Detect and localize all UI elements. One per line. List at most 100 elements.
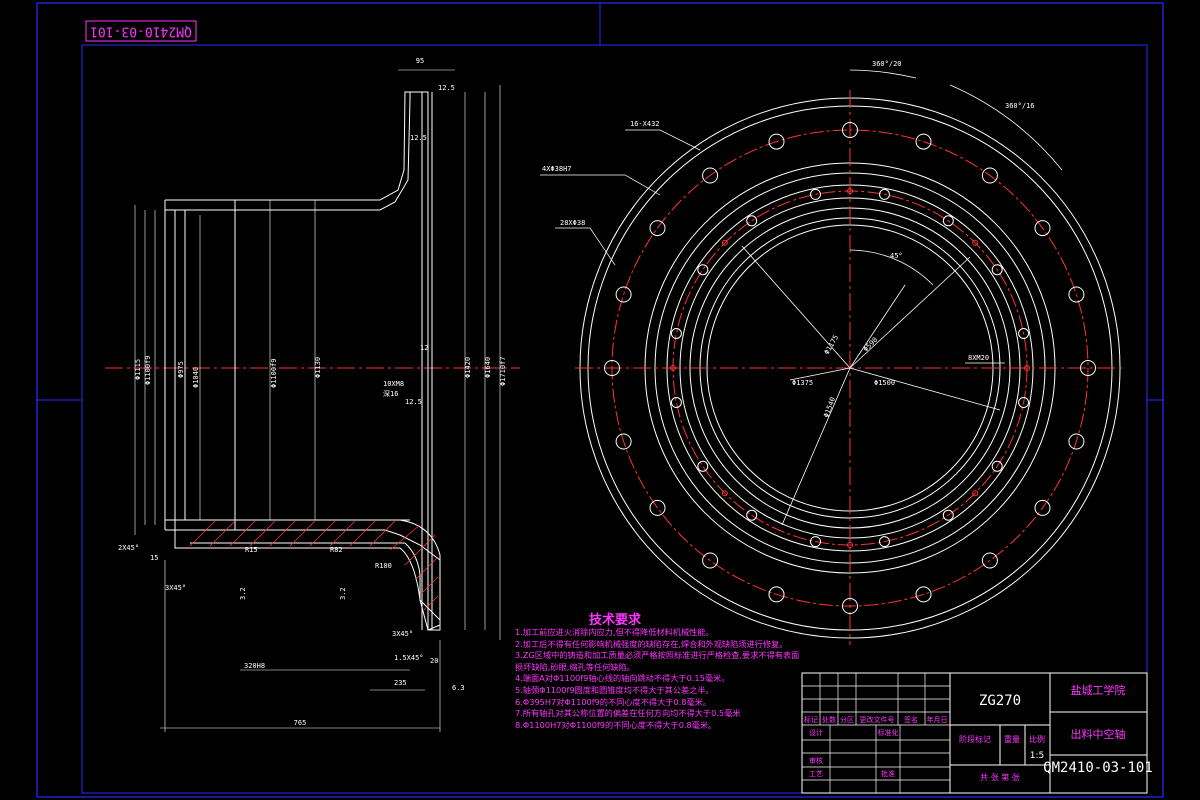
outer-bolt-hole [981, 552, 998, 569]
dim-320h8: 320H8 [244, 662, 265, 670]
outer-bolt-hole [615, 286, 632, 303]
dim-center-3: Φ1710f7 [499, 356, 507, 386]
angle-45: 45° [890, 252, 903, 260]
outer-bolt-hole [1080, 360, 1096, 376]
row-label-3: 工艺 [809, 770, 823, 778]
dia-590: Φ590 [862, 336, 880, 354]
callout-4x38h7: 4XΦ38H7 [542, 165, 572, 173]
threaded-hole [847, 188, 853, 194]
scale-header: 比例 [1029, 734, 1045, 744]
title-block [801, 672, 1148, 794]
callout-28x38: 28XΦ38 [560, 219, 585, 227]
surface-mark-1: 12.5 [410, 134, 427, 142]
end-view [575, 69, 1125, 645]
surface-mark-2: 3.2 [239, 587, 247, 600]
change-header-0: 标记 [804, 715, 818, 724]
threaded-hole [972, 490, 979, 497]
dim-left-0: Φ1115 [134, 359, 142, 380]
tech-requirement-5: 5.轴颈Φ1100f9圆度和圆锥度均不得大于其公差之半。 [515, 684, 714, 695]
inner-bolt-hole [879, 188, 890, 200]
inner-bolt-hole [1018, 328, 1030, 339]
drawing-stamp: QM2410-03-101 [85, 20, 197, 42]
outer-bolt-hole [842, 122, 858, 138]
tech-requirement-8: 8.Φ1100H7对Φ1100f9的不同心度不得大于0.8毫米。 [515, 719, 717, 730]
surface-mark-4: 6.3 [452, 684, 465, 692]
stage-header: 阶段标记 [959, 734, 991, 744]
school-name: 盐城工学院 [1071, 683, 1126, 697]
note-depth: 深16 [383, 389, 398, 398]
outer-bolt-hole [768, 586, 785, 603]
outer-bolt-hole [981, 167, 998, 184]
row-label-0: 设计 [809, 728, 823, 737]
note-chamfer-2x45: 2X45° [118, 544, 139, 552]
inner-bolt-hole [879, 536, 890, 548]
outer-bolt-hole [768, 133, 785, 150]
tech-requirement-6: 6.Φ395H7对Φ1100f9的不同心度不得大于0.8毫米。 [515, 696, 712, 707]
callout-16-x432: 16-X432 [630, 120, 660, 128]
inner-bolt-hole [697, 264, 709, 276]
callout-8xm20: 8XM20 [968, 354, 989, 362]
scale-value: 1:5 [1030, 751, 1044, 761]
threaded-hole [1024, 365, 1030, 371]
inner-bolt-hole [991, 460, 1003, 472]
section-view [105, 69, 520, 732]
outer-bolt-hole [649, 499, 666, 516]
drawing-stamp-text: QM2410-03-101 [90, 24, 192, 39]
outer-bolt-hole [1034, 220, 1051, 237]
angle-360-20: 360°/20 [872, 60, 902, 68]
dia-1375: Φ1375 [792, 379, 813, 387]
outer-bolt-hole [702, 552, 719, 569]
threaded-hole [721, 239, 728, 246]
outer-bolt-hole [615, 433, 632, 450]
note-r100: R100 [375, 562, 392, 570]
change-header-1: 处数 [822, 715, 836, 724]
tech-requirement-3: 3.ZG区域中的铸造和加工质量必须严格按照标准进行严格检查,要求不得有表面损坏缺… [515, 650, 800, 672]
dim-20: 20 [430, 657, 438, 665]
surface-mark-0: 12.5 [405, 398, 422, 406]
tech-requirement-4: 4.端面A对Φ1100f9轴心线的轴向跳动不得大于0.15毫米。 [515, 673, 730, 684]
dia-1175: Φ1175 [823, 334, 840, 356]
threaded-hole [972, 239, 979, 246]
sheet-text: 共 张 第 张 [980, 772, 1020, 782]
inner-bolt-hole [942, 215, 954, 227]
surface-mark-3: 3.2 [339, 587, 347, 600]
part-name: 出料中空轴 [1071, 727, 1126, 741]
dim-center-1: Φ1420 [464, 357, 472, 378]
inner-bolt-hole [670, 328, 682, 339]
dim-235: 235 [394, 679, 407, 687]
inner-bolt-hole [810, 188, 821, 200]
note-chamfer-3x45b: 3X45° [165, 584, 186, 592]
inner-bolt-hole [746, 509, 758, 521]
dim-765: 765 [294, 719, 307, 727]
inner-bolt-hole [1018, 397, 1030, 408]
dim-left-1: Φ1100f9 [144, 355, 152, 385]
threaded-hole [721, 490, 728, 497]
tech-requirements-list: 1.加工前应进火消除内应力,但不得降低材料机械性能。 2.加工后不得有任何影响机… [515, 627, 805, 731]
note-r82: R82 [330, 546, 343, 554]
drawing-number: QM2410-03-101 [1043, 760, 1153, 776]
section-view-labels: 95 12.5 12 Φ1115 Φ1100f9 Φ975 Φ1040 Φ110… [118, 57, 507, 727]
change-header-2: 分区 [840, 715, 854, 724]
change-header-4: 签名 [904, 715, 918, 724]
angle-360-16: 360°/16 [1005, 102, 1035, 110]
inner-bolt-hole [991, 264, 1003, 276]
dim-left-2: Φ975 [177, 361, 185, 378]
row-label-4: 批准 [881, 769, 895, 778]
tech-requirements-title: 技术要求 [588, 613, 641, 628]
inner-bolt-hole [810, 536, 821, 548]
row-label-1: 标准化 [878, 728, 899, 737]
material: ZG270 [979, 693, 1021, 709]
title-block-text: ZG270 盐城工学院 出料中空轴 QM2410-03-101 阶段标记 重量 … [804, 683, 1153, 782]
tech-requirement-1: 1.加工前应进火消除内应力,但不得降低材料机械性能。 [515, 627, 714, 637]
dim-center-2: Φ1640 [484, 357, 492, 378]
dia-1540: Φ1540 [822, 396, 837, 419]
outer-bolt-hole [915, 133, 932, 150]
dim-12-5-top: 12.5 [438, 84, 455, 92]
outer-bolt-hole [604, 360, 620, 376]
dim-12: 12 [420, 344, 428, 352]
inner-frame [81, 44, 1148, 794]
change-header-5: 年月日 [927, 715, 948, 724]
inner-bolt-hole [942, 509, 954, 521]
tech-requirement-2: 2.加工后不得有任何影响机械强度的缺陷存在,焊合和外观缺陷须进行修复。 [515, 638, 788, 649]
